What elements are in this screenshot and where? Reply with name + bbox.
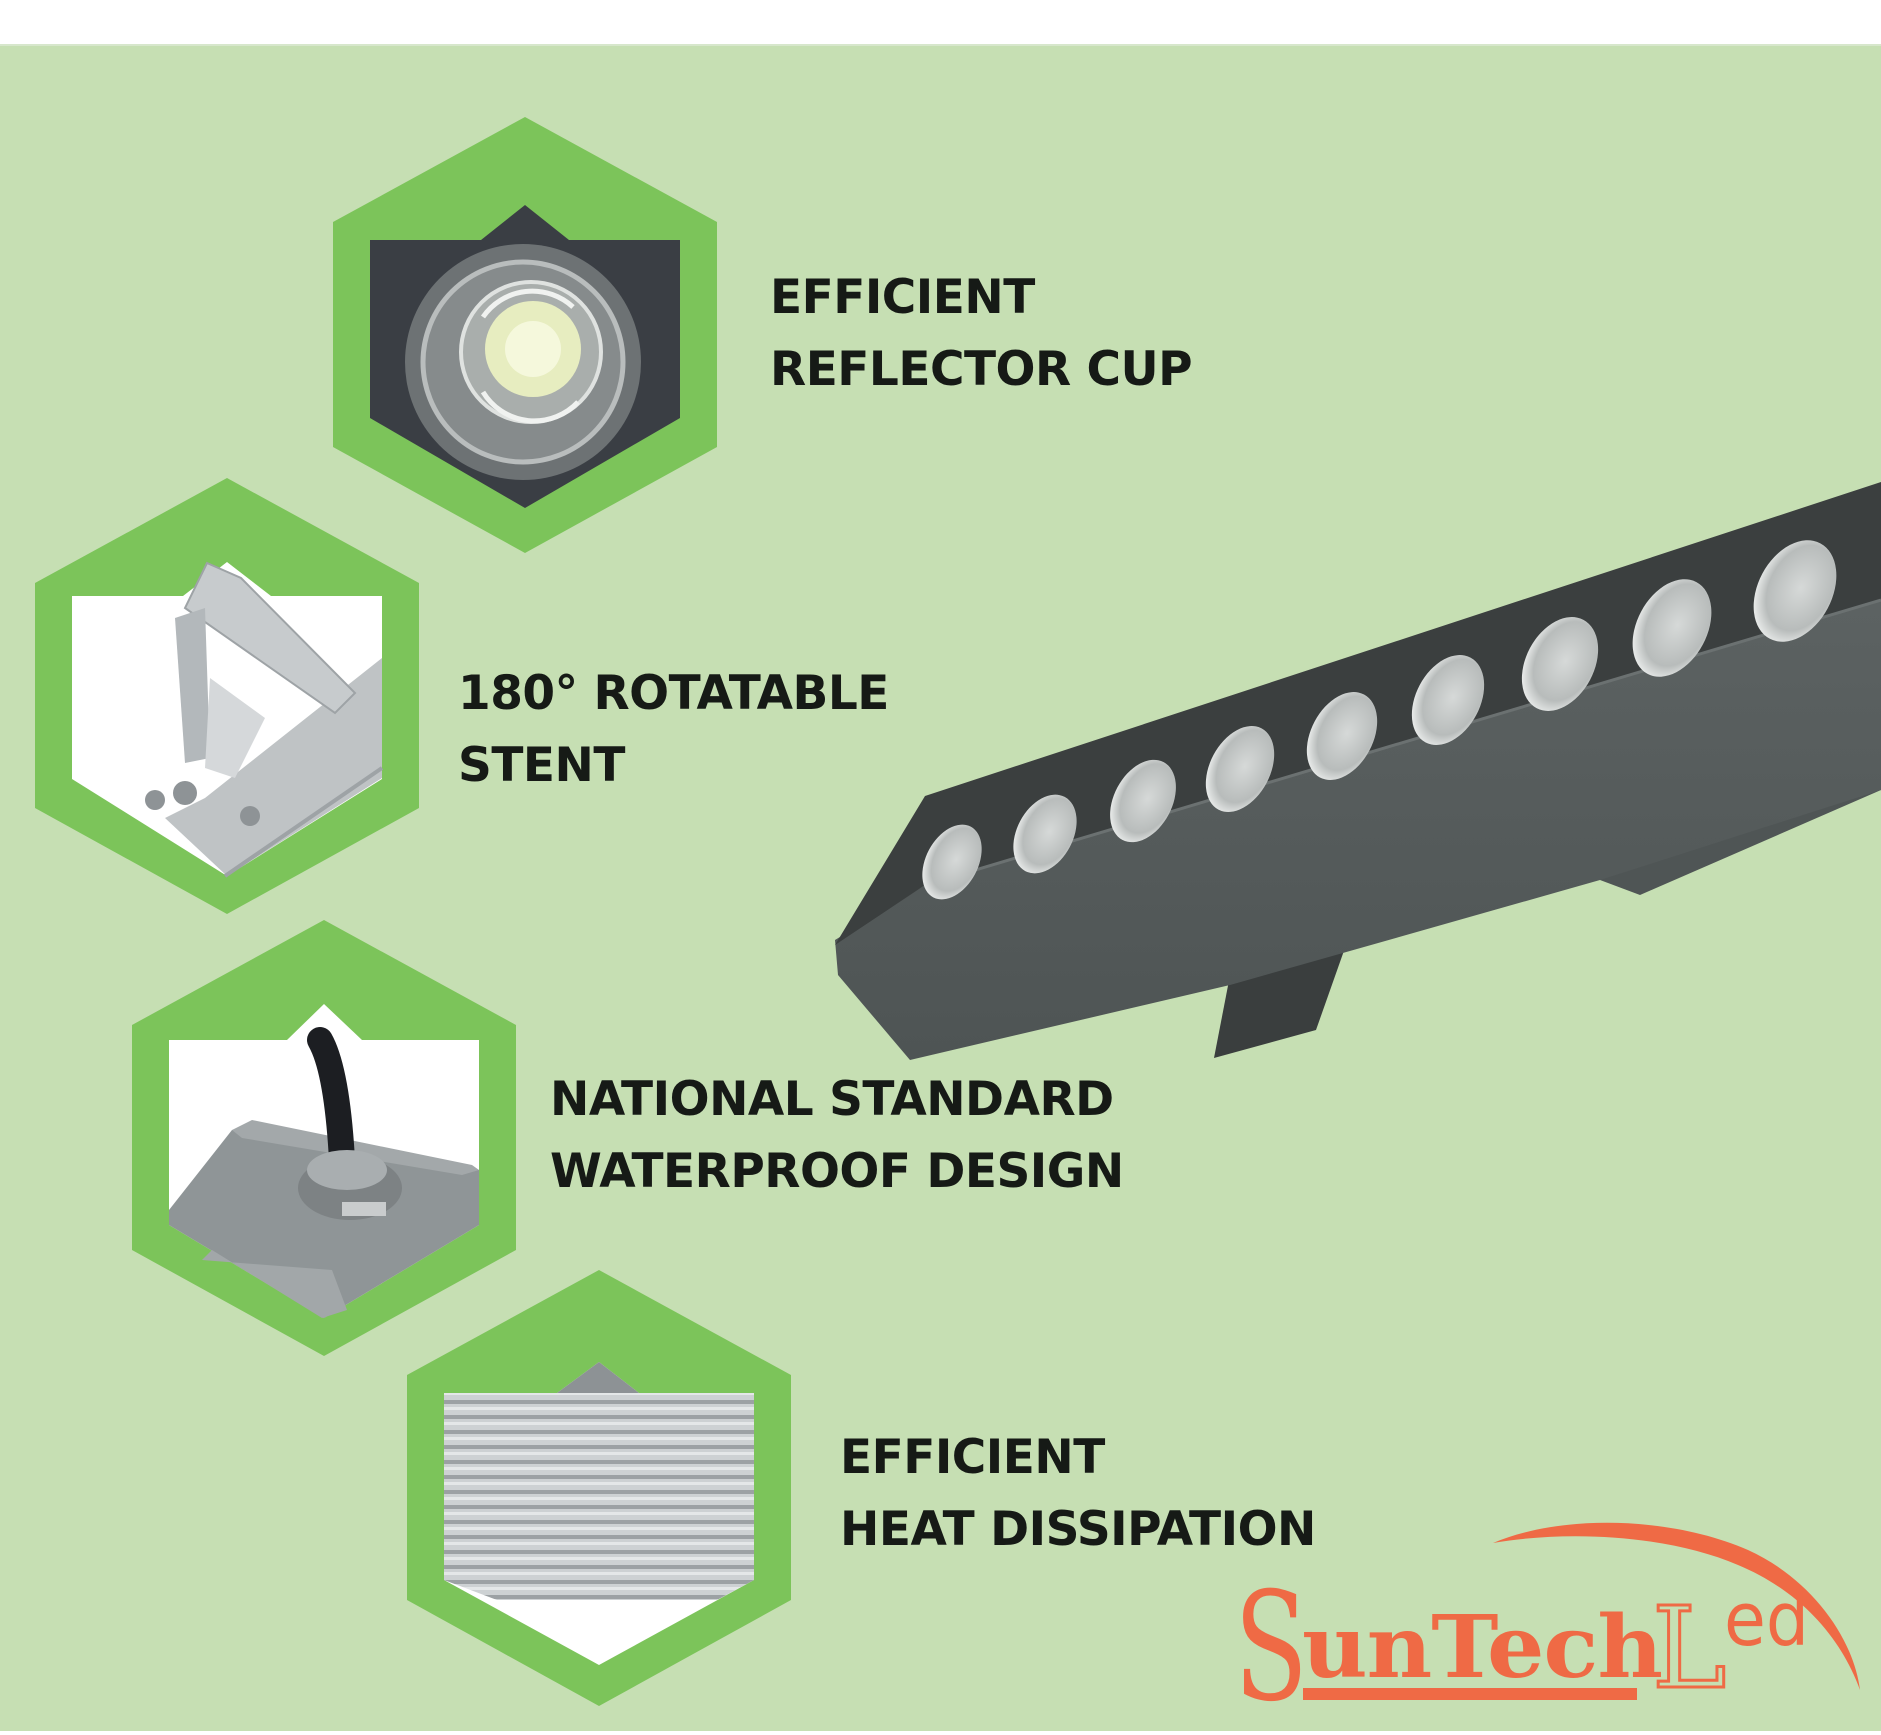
logo-swoosh-arc-icon <box>1303 1522 1860 1700</box>
feature-hex-heat-dissipation <box>407 1270 791 1706</box>
feature-label-waterproof: NATIONAL STANDARD WATERPROOF DESIGN <box>550 1064 1124 1208</box>
logo-initial-s: S <box>1234 1561 1308 1735</box>
feature-line-1: NATIONAL STANDARD <box>550 1072 1114 1127</box>
rotatable-stent-icon <box>145 561 384 878</box>
logo-underline <box>1303 1688 1637 1700</box>
feature-hex-rotatable-stent <box>35 478 419 914</box>
feature-line-2: REFLECTOR CUP <box>770 342 1193 397</box>
top-white-band <box>0 0 1881 44</box>
feature-line-1: EFFICIENT <box>840 1430 1105 1485</box>
feature-label-rotatable-stent: 180° ROTATABLE STENT <box>458 658 889 802</box>
feature-label-reflector-cup: EFFICIENT REFLECTOR CUP <box>770 262 1193 406</box>
logo-wordmark-suntech: unTech <box>1302 1597 1663 1698</box>
logo-superscript-ed: ed <box>1724 1577 1810 1663</box>
waterproof-cable-gland-icon <box>169 1027 479 1318</box>
feature-line-1: 180° ROTATABLE <box>458 666 889 721</box>
feature-line-2: HEAT DISSIPATION <box>840 1502 1316 1557</box>
feature-line-2: STENT <box>458 738 625 793</box>
feature-line-1: EFFICIENT <box>770 270 1035 325</box>
feature-hex-reflector-cup <box>333 117 717 553</box>
feature-hex-waterproof <box>132 920 516 1356</box>
feature-line-2: WATERPROOF DESIGN <box>550 1144 1124 1199</box>
logo-letter-l: L <box>1650 1584 1727 1714</box>
heat-sink-fins-icon <box>444 1362 754 1600</box>
led-lens-row <box>922 540 1837 900</box>
suntechled-logo: S unTech L ed <box>1228 1505 1881 1729</box>
feature-label-heat-dissipation: EFFICIENT HEAT DISSIPATION <box>840 1422 1316 1566</box>
reflector-cup-icon <box>405 244 641 480</box>
